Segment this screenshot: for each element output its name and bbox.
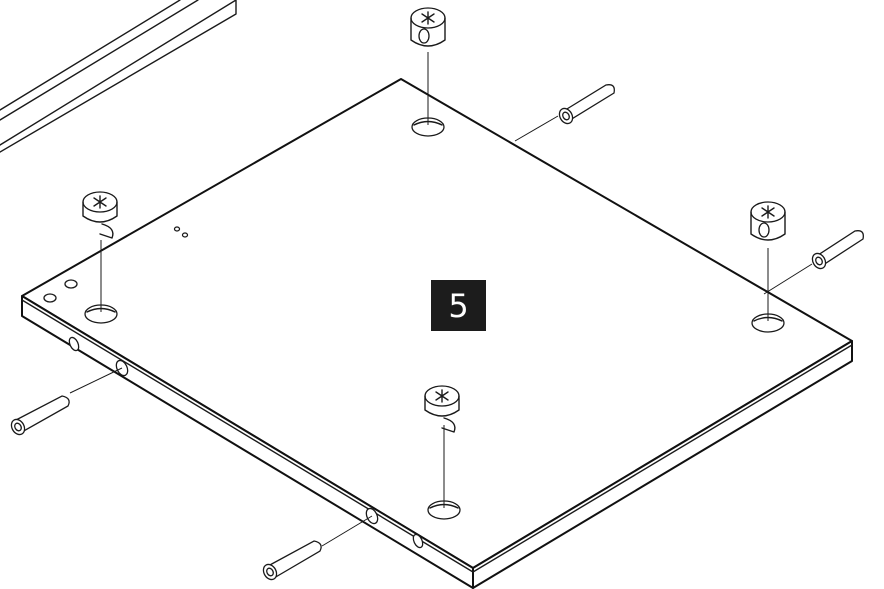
cam-lock-top — [411, 8, 445, 46]
step-number: 5 — [448, 290, 468, 322]
step-number-badge: 5 — [431, 280, 486, 331]
cam-lock-right — [751, 202, 785, 240]
dowel-right — [810, 231, 864, 271]
cam-lock-left — [83, 192, 117, 238]
dowel-left — [9, 396, 69, 437]
dowel-top-right — [557, 85, 615, 126]
dowel-bottom — [261, 541, 321, 582]
background-panel — [0, 0, 236, 152]
